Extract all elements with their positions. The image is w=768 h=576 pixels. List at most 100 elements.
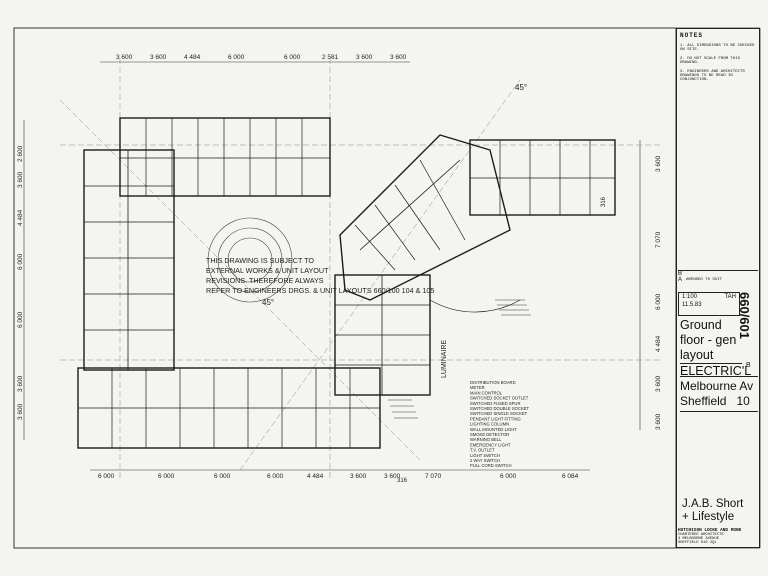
- building-wing-south: [77, 367, 381, 449]
- dimension-label: 7 070: [425, 473, 442, 480]
- legend-item: MAIN CONTROL: [470, 390, 503, 395]
- title-block: [676, 28, 760, 548]
- client-name: J.A.B. Short + Lifestyle: [682, 498, 758, 524]
- dimension-label: 3 600: [17, 375, 24, 392]
- legend-item: SWITCHED DOUBLE SOCKET: [470, 406, 530, 411]
- dimension-label: 6 000: [98, 473, 115, 480]
- dimension-label: 3 600: [150, 54, 167, 61]
- central-courtyard-circle: [207, 217, 293, 303]
- legend-heading: LUMINAIRE: [441, 340, 448, 378]
- dim-small-2: 316: [601, 196, 607, 207]
- building-wing-diagonal: [339, 134, 511, 301]
- angle-label-center: 45°: [262, 298, 274, 307]
- dimension-label: 3 600: [655, 155, 662, 172]
- drawing-title: Ground floor - gen layout ELECTRIC'L: [680, 318, 752, 379]
- legend-item: SWITCHED SINGLE SOCKET: [470, 411, 528, 416]
- legend-item: PULL CORD SWITCH: [470, 463, 512, 468]
- legend-item: SWITCHED SOCKET OUTLET: [470, 396, 529, 401]
- dimension-label: 3 600: [356, 54, 373, 61]
- notes-item: 1. ALL DIMENSIONS TO BE CHECKED ON SITE.: [680, 44, 755, 52]
- scale-box: 1:100 TAH 11.5.83: [678, 292, 740, 316]
- legend-item: SWITCHED FUSED SPUR: [470, 401, 521, 406]
- drawn-by: TAH: [724, 294, 736, 300]
- project-line: Melbourne Av: [680, 379, 754, 393]
- dimension-label: 3 600: [350, 473, 367, 480]
- notes-item: 2. DO NOT SCALE FROM THIS DRAWING.: [680, 57, 741, 65]
- left-dimensions: 2 600 3 600 4 484 6 000 6 000 3 600 3 600: [17, 145, 24, 420]
- dimension-label: 2 581: [322, 54, 339, 61]
- revision-note-line: REFER TO ENGINEERS DRGS. & UNIT LAYOUTS …: [206, 286, 434, 295]
- dimension-label: 7 070: [655, 231, 662, 248]
- legend-item: LIGHT SWITCH: [470, 453, 500, 458]
- revision-note-line: THIS DRAWING IS SUBJECT TO: [206, 256, 314, 265]
- firm-line: SHEFFIELD S10 2QL: [678, 541, 717, 545]
- angle-label-north: 45°: [515, 83, 527, 92]
- legend-item: METER: [470, 385, 485, 390]
- legend-item: PENDANT LIGHT FITTING: [470, 416, 521, 421]
- external-steps: [388, 299, 531, 419]
- dimension-label: 3 600: [390, 54, 407, 61]
- title-line: ELECTRIC'L: [680, 363, 752, 378]
- dimension-label: 4 484: [17, 209, 24, 226]
- dimension-label: 6 000: [158, 473, 175, 480]
- title-revision: B: [746, 362, 751, 369]
- revision-row: B A AMENDED TO SUIT: [678, 270, 758, 283]
- dimension-label: 6 084: [562, 473, 579, 480]
- dimension-label: 6 000: [655, 293, 662, 310]
- revision-letter: A: [678, 277, 683, 283]
- building-wing-central: [334, 274, 521, 396]
- dimension-label: 3 600: [17, 403, 24, 420]
- legend-item: EMERGENCY LIGHT: [470, 442, 511, 447]
- top-dimensions: 3 600 3 600 4 484 6 000 6 000 2 581 3 600 3 600: [116, 54, 407, 61]
- notes-item: 3. ENGINEERS AND ARCHITECTS DRAWINGS TO …: [680, 70, 745, 82]
- revision-note-line: REVISIONS. THEREFORE ALWAYS: [206, 276, 324, 285]
- dimension-label: 6 000: [500, 473, 517, 480]
- dimension-label: 4 484: [307, 473, 324, 480]
- revision-text: AMENDED TO SUIT: [686, 278, 723, 282]
- revision-letter: B: [678, 271, 683, 277]
- client-line: + Lifestyle: [682, 511, 735, 523]
- title-line: floor - gen: [680, 333, 737, 347]
- building-wing-east: [469, 139, 616, 216]
- client-line: J.A.B. Short: [682, 498, 744, 510]
- title-line: layout: [680, 348, 714, 362]
- firm-name: HUTCHISON LOCKE AND MONK: [678, 528, 742, 533]
- dimension-label: 3 600: [655, 375, 662, 392]
- legend-item: WALL MOUNTED LIGHT: [470, 427, 517, 432]
- notes-heading: NOTES: [680, 32, 704, 39]
- building-wing-north: [119, 117, 331, 197]
- drawing-date: 11.5.83: [682, 302, 702, 308]
- notes-panel: NOTES 1. ALL DIMENSIONS TO BE CHECKED ON…: [680, 32, 756, 82]
- project-address: Melbourne Av Sheffield 10: [680, 376, 758, 412]
- scale-value: 1:100: [682, 294, 698, 300]
- revision-note-line: EXTERNAL WORKS & UNIT LAYOUT: [206, 266, 329, 275]
- bottom-dimensions: 6 000 6 000 6 000 6 000 4 484 3 600 3 600 7 070…: [98, 473, 579, 480]
- legend-item: LIGHTING COLUMN: [470, 422, 509, 427]
- dimension-label: 2 600: [17, 145, 24, 162]
- title-line: Ground: [680, 318, 722, 332]
- legend-item: DISTRIBUTION BOARD: [470, 380, 516, 385]
- dimension-label: 6 000: [284, 54, 301, 61]
- dimension-label: 3 600: [17, 171, 24, 188]
- revision-note: THIS DRAWING IS SUBJECT TO EXTERNAL WORK…: [206, 256, 434, 295]
- dimension-label: 6 000: [228, 54, 245, 61]
- legend-item: 2 WAY SWITCH: [470, 458, 500, 463]
- legend-item: WARNING BELL: [470, 437, 502, 442]
- legend-item: SMOKE DETECTOR: [470, 432, 509, 437]
- dimension-label: 6 000: [267, 473, 284, 480]
- legend-item: T.V. OUTLET: [470, 448, 495, 453]
- dimension-label: 3 600: [116, 54, 133, 61]
- dimension-label: 6 000: [17, 311, 24, 328]
- dim-small-1: 316: [397, 478, 408, 484]
- dimension-label: 6 000: [214, 473, 231, 480]
- dimension-label: 3 600: [384, 473, 401, 480]
- dimension-label: 6 000: [17, 253, 24, 270]
- firm-block: HUTCHISON LOCKE AND MONK CHARTERED ARCHI…: [678, 528, 758, 545]
- project-line: Sheffield 10: [680, 394, 750, 408]
- firm-line: 4 MELBOURNE AVENUE: [678, 537, 720, 541]
- building-wing-west: [83, 149, 175, 371]
- dimension-label: 4 484: [184, 54, 201, 61]
